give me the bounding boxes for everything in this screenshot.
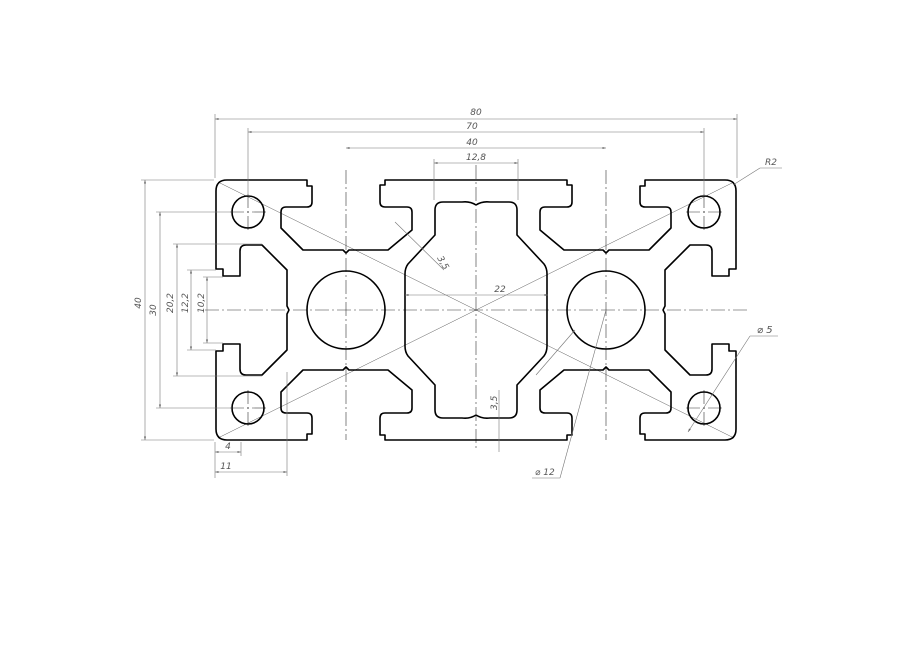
svg-text:12,8: 12,8 — [466, 153, 486, 163]
svg-text:80: 80 — [470, 108, 482, 118]
dim-12-8: 12,8 — [433, 153, 519, 200]
leader-diameter-12: ⌀ 12 — [532, 309, 607, 479]
svg-text:11: 11 — [220, 462, 231, 472]
dim-12-2: 12,2 — [181, 269, 216, 351]
svg-text:⌀ 5: ⌀ 5 — [757, 325, 773, 336]
svg-text:4: 4 — [225, 442, 231, 452]
dim-80: 80 — [214, 108, 738, 178]
dim-70: 70 — [247, 122, 705, 196]
svg-text:30: 30 — [149, 304, 159, 316]
dim-22: 22 — [405, 285, 548, 297]
leader-r2: R2 — [732, 158, 782, 186]
dim-20-2: 20,2 — [166, 243, 262, 377]
svg-text:3,5: 3,5 — [434, 255, 450, 273]
svg-text:10,2: 10,2 — [197, 293, 207, 313]
corner-hole — [687, 391, 721, 425]
core-hole-right — [566, 270, 646, 350]
svg-text:40: 40 — [134, 297, 144, 309]
dim-40-vertical: 40 — [134, 179, 214, 441]
dim-4: 4 — [214, 442, 242, 478]
dim-10-2: 10,2 — [197, 276, 223, 344]
dim-3-5-bottom: 3,5 — [490, 390, 500, 452]
core-hole-left — [306, 270, 386, 350]
dim-40-horizontal: 40 — [346, 138, 606, 150]
center-lines — [205, 165, 750, 450]
svg-text:40: 40 — [466, 138, 478, 148]
svg-text:70: 70 — [466, 122, 478, 132]
svg-text:⌀ 12: ⌀ 12 — [535, 468, 555, 478]
svg-text:R2: R2 — [765, 158, 777, 168]
dim-30: 30 — [149, 211, 232, 409]
svg-text:20,2: 20,2 — [166, 293, 176, 313]
svg-text:22: 22 — [494, 285, 506, 295]
svg-text:3,5: 3,5 — [490, 395, 500, 410]
svg-text:12,2: 12,2 — [181, 293, 191, 313]
leader-diameter-5: ⌀ 5 — [687, 325, 778, 433]
dim-11: 11 — [215, 372, 288, 476]
